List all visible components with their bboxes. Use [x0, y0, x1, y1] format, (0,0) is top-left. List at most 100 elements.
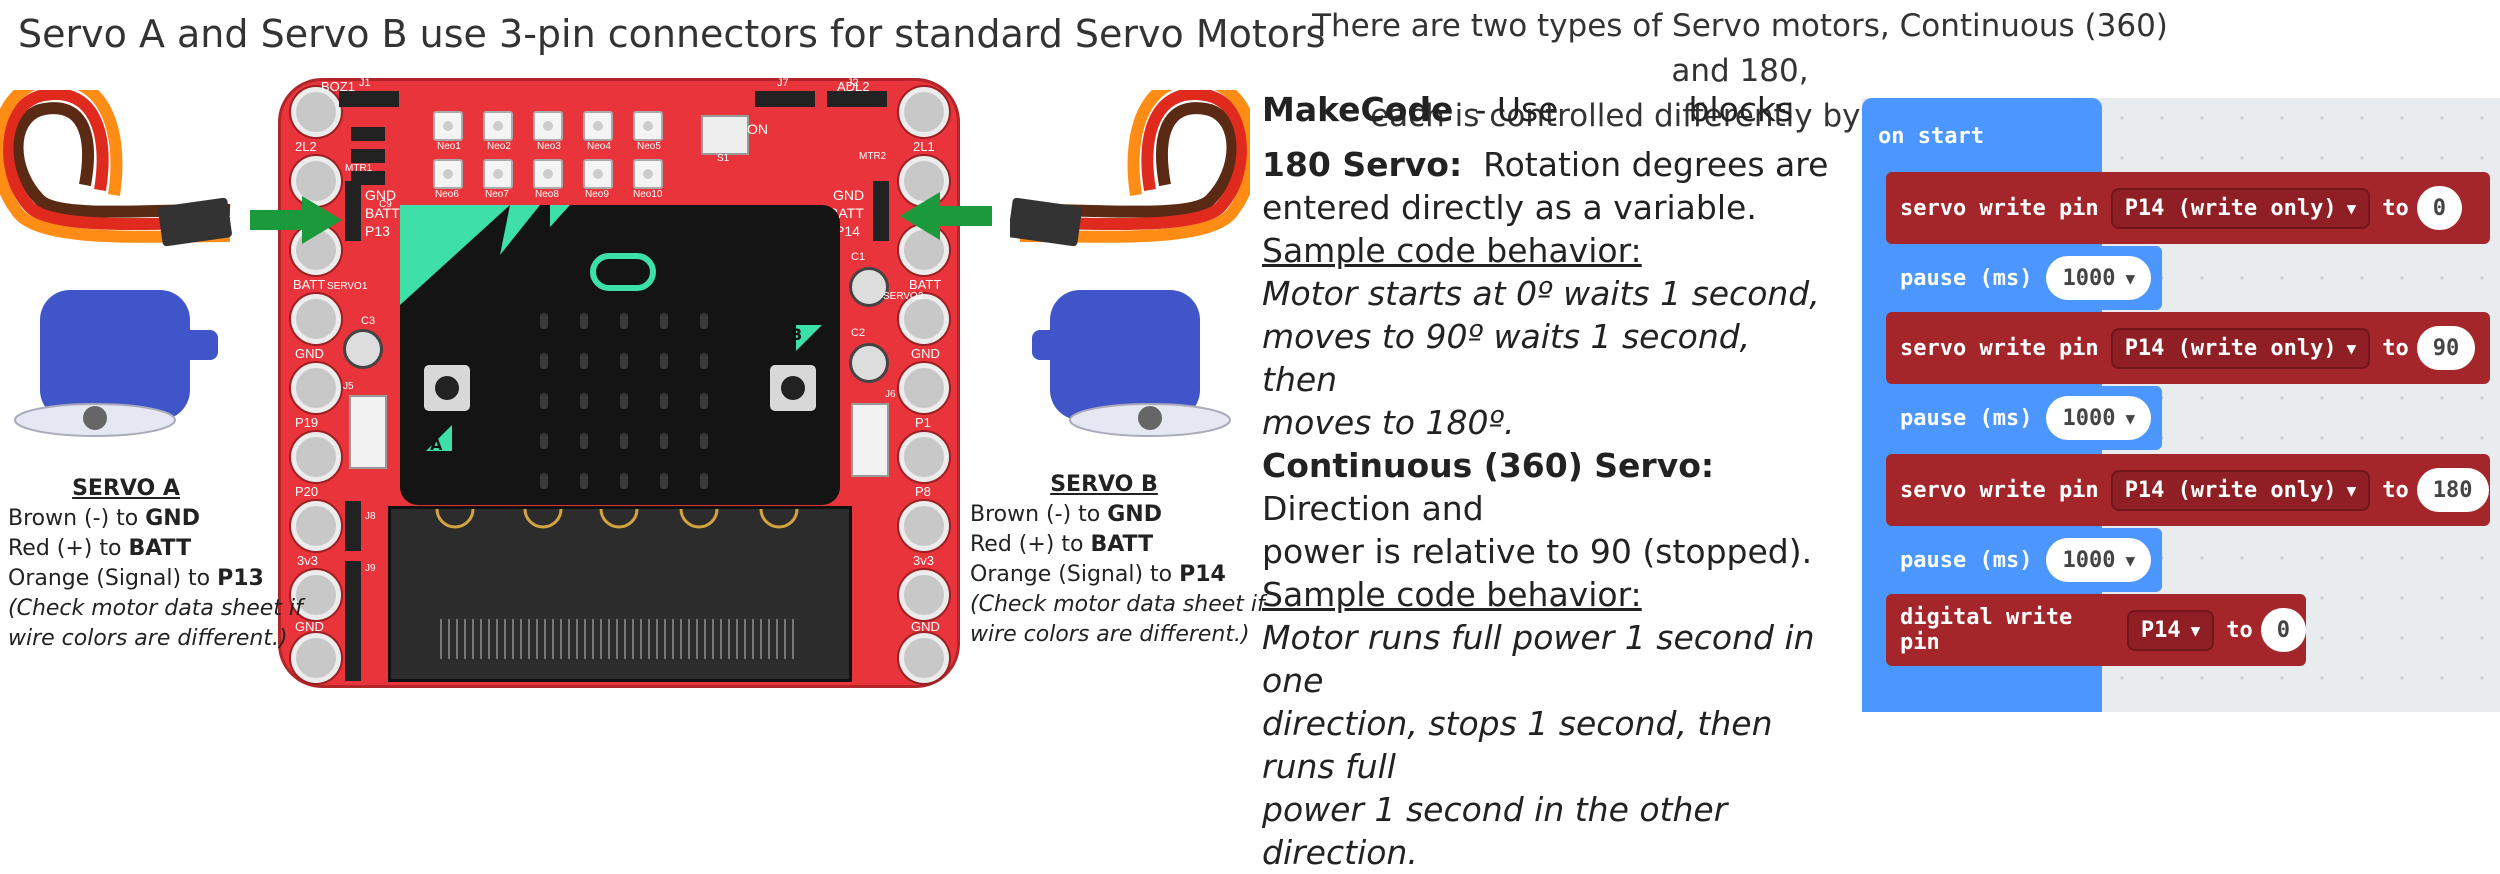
button-b-label: B	[790, 325, 803, 344]
servo-b-plug	[1010, 197, 1082, 247]
neopixel	[483, 159, 513, 189]
pin-label: GND	[295, 619, 324, 634]
servo180-heading: 180 Servo:	[1262, 145, 1463, 184]
servo-b-line2-bold: BATT	[1090, 532, 1154, 557]
servo-a-body	[40, 290, 190, 420]
pin-dropdown[interactable]: P14 (write only)▼	[2110, 187, 2371, 229]
button-b-marker	[796, 325, 822, 351]
digital-write-label: digital write pin	[1900, 605, 2073, 655]
neopixel	[583, 159, 613, 189]
angle-input[interactable]: 90	[2416, 326, 2476, 370]
behavior-1-line3: moves to 180º.	[1262, 403, 1515, 442]
pause-value: 1000	[2062, 547, 2116, 573]
servo180-text1: Rotation degrees are	[1483, 145, 1829, 184]
on-start-label: on start	[1878, 124, 1984, 149]
connector-j6	[851, 403, 889, 477]
pause-block-2[interactable]: pause (ms) 1000▼	[1886, 386, 2162, 450]
pin-label: 3v3	[913, 553, 934, 568]
neo-label: Neo5	[637, 141, 661, 152]
c9-label: C9	[379, 199, 392, 210]
servo-a-line1: Brown (-) to	[8, 506, 146, 531]
pin-label: GND	[911, 619, 940, 634]
header-left-label: P13	[365, 223, 390, 239]
microbit-board: A B	[400, 205, 840, 505]
to-label: to	[2226, 617, 2253, 643]
button-a[interactable]	[424, 365, 470, 411]
pin-left-5	[291, 363, 341, 413]
servo-a-line3-bold: P13	[217, 566, 264, 591]
pin-value: P14 (write only)	[2124, 195, 2337, 221]
servo-write-block-1[interactable]: servo write pin P14 (write only)▼ to 0	[1886, 172, 2490, 244]
angle-input[interactable]: 0	[2416, 186, 2462, 230]
capacitor-c2	[849, 343, 889, 383]
header-j2	[827, 91, 887, 107]
neopixel	[633, 111, 663, 141]
pin-right-8	[899, 570, 949, 620]
pin-left-4	[291, 294, 341, 344]
pin-right-7	[899, 501, 949, 551]
servo-b-line3: Orange (Signal) to	[970, 562, 1180, 587]
pin-label: P19	[295, 415, 319, 430]
servo-write-label: servo write pin	[1900, 335, 2099, 361]
digital-value-input[interactable]: 0	[2260, 608, 2306, 652]
pin-label: P20	[295, 484, 319, 499]
pin-left-6	[291, 432, 341, 482]
to-label: to	[2382, 195, 2409, 221]
servo-a-plug	[158, 197, 232, 247]
neo-label: Neo7	[485, 189, 509, 200]
pause-dropdown[interactable]: 1000▼	[2046, 538, 2152, 582]
digital-write-block[interactable]: digital write pin P14▼ to 0	[1886, 594, 2306, 666]
mtr2-label: MTR2	[859, 151, 887, 162]
pause-block-1[interactable]: pause (ms) 1000▼	[1886, 246, 2162, 310]
pin-right-3	[899, 225, 949, 275]
servo-b-note2: wire colors are different.)	[970, 622, 1250, 647]
to-label: to	[2382, 477, 2409, 503]
angle-input[interactable]: 180	[2416, 468, 2489, 512]
j5-label: J5	[343, 381, 354, 392]
neo-label: Neo6	[435, 189, 459, 200]
power-switch[interactable]	[701, 115, 749, 155]
pin-dropdown[interactable]: P14 (write only)▼	[2110, 327, 2371, 369]
sample-behavior-1: Sample code behavior:	[1262, 231, 1642, 270]
pause-dropdown[interactable]: 1000▼	[2046, 256, 2152, 300]
pause-block-3[interactable]: pause (ms) 1000▼	[1886, 528, 2162, 592]
neopixel	[433, 111, 463, 141]
j8-label: J8	[365, 511, 376, 522]
pause-value: 1000	[2062, 405, 2116, 431]
neopixel	[533, 111, 563, 141]
servo-a-info: SERVO A Brown (-) to GND Red (+) to BATT…	[8, 474, 303, 654]
j9-label: J9	[365, 563, 376, 574]
microbit-corner-logo	[400, 205, 570, 305]
behavior-2-line1: Motor runs full power 1 second in one	[1262, 618, 1815, 700]
sample-behavior-2: Sample code behavior:	[1262, 575, 1642, 614]
capacitor-c1	[849, 267, 889, 307]
chevron-down-icon: ▼	[2346, 338, 2357, 358]
pause-dropdown[interactable]: 1000 ▼	[2046, 396, 2152, 440]
pin-right-4	[899, 294, 949, 344]
header-j9	[345, 561, 361, 681]
neopixel	[583, 111, 613, 141]
chevron-down-icon: ▼	[2125, 268, 2136, 288]
servo1-label: SERVO1	[327, 281, 368, 292]
behavior-1-line2: moves to 90º waits 1 second, then	[1262, 317, 1751, 399]
header-j8	[345, 501, 361, 551]
j6-label: J6	[885, 389, 896, 400]
servo-b-body	[1050, 290, 1200, 420]
button-b[interactable]	[770, 365, 816, 411]
arrow-right-icon	[250, 196, 342, 244]
servo-write-block-3[interactable]: servo write pin P14 (write only)▼ to 180	[1886, 454, 2490, 526]
pin-right-5	[899, 363, 949, 413]
digital-pin-dropdown[interactable]: P14▼	[2126, 609, 2215, 651]
pin-dropdown[interactable]: P14 (write only)▼	[2110, 469, 2371, 511]
neo-label: Neo8	[535, 189, 559, 200]
pin-label: P8	[915, 484, 931, 499]
chevron-down-icon: ▼	[2125, 408, 2136, 428]
component	[351, 149, 385, 163]
neo-label: Neo1	[437, 141, 461, 152]
pin-left-9	[291, 633, 341, 683]
pin-right-9	[899, 633, 949, 683]
servo-write-block-2[interactable]: servo write pin P14 (write only)▼ to 90	[1886, 312, 2490, 384]
title-left: Servo A and Servo B use 3-pin connectors…	[18, 12, 1326, 56]
continuous-text1: Direction and	[1262, 489, 1484, 528]
